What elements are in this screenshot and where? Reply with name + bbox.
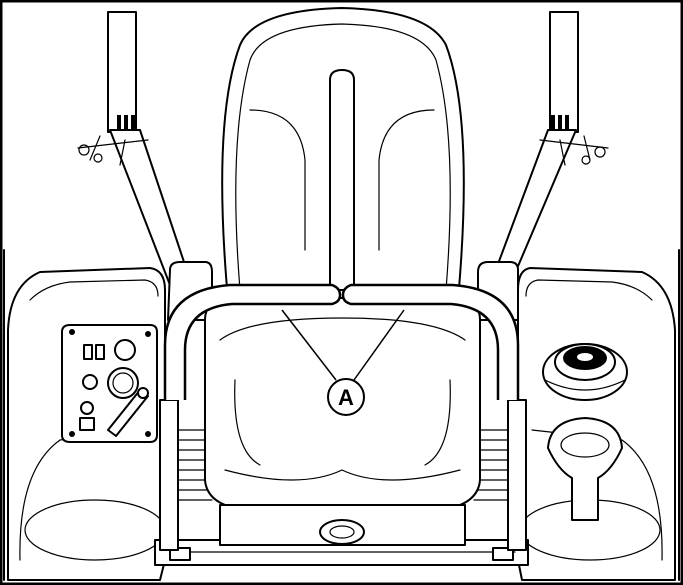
right-control-lever bbox=[491, 11, 609, 286]
callout-leaders bbox=[281, 309, 405, 381]
cup-holder bbox=[547, 417, 623, 521]
callout-a: A bbox=[327, 378, 365, 416]
fuel-cap bbox=[542, 343, 628, 401]
callout-a-label: A bbox=[338, 385, 354, 410]
left-control-panel bbox=[61, 324, 158, 443]
seat-back bbox=[221, 7, 465, 301]
hand-rails bbox=[163, 283, 520, 400]
seat-cushion bbox=[204, 297, 481, 546]
left-control-lever bbox=[77, 11, 191, 286]
